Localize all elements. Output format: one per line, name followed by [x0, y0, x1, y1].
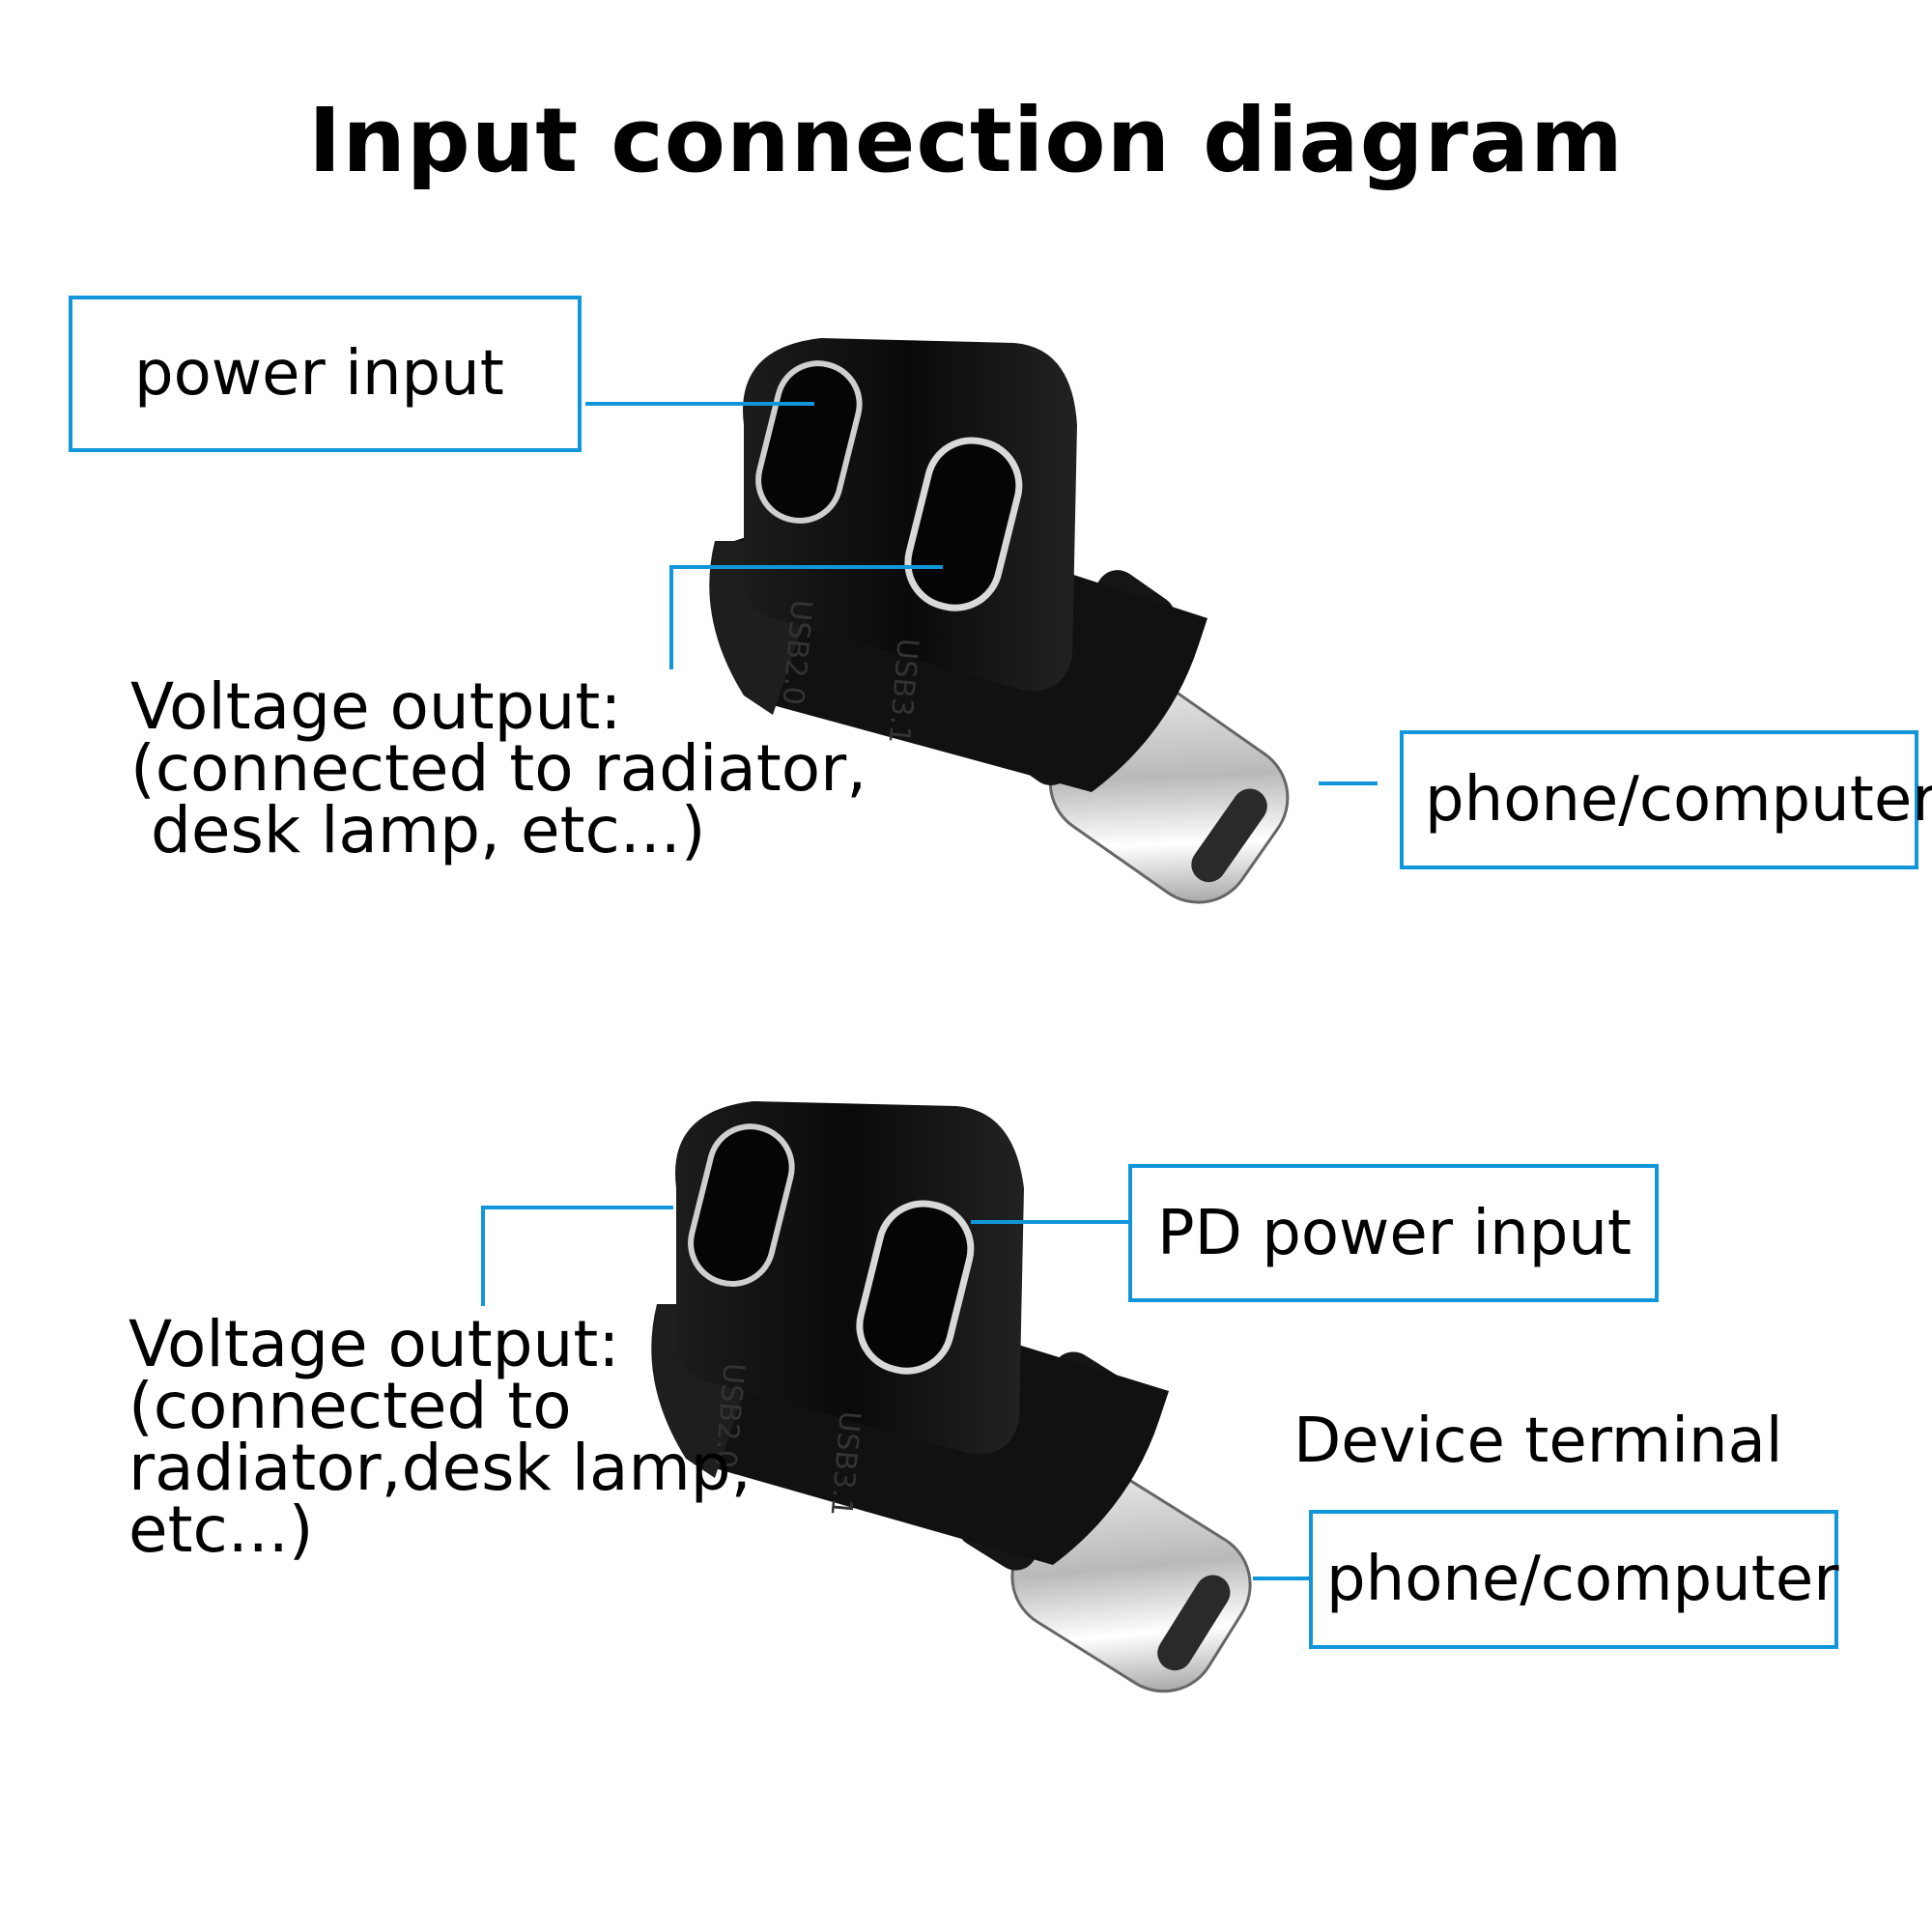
adapter-top: USB2.0 USB3.1 [709, 338, 1290, 904]
device-box-top: phone/computer [1400, 730, 1932, 869]
device-box-bottom: phone/computer [1309, 1510, 1839, 1649]
pd-power-input-label: PD power input [1157, 1197, 1632, 1269]
line-voltage-output-bottom [481, 1206, 673, 1306]
pd-power-input-box: PD power input [1128, 1164, 1659, 1302]
power-input-box: power input [69, 296, 582, 452]
diagram-title: Input connection diagram [308, 89, 1624, 192]
device-label-top: phone/computer [1425, 764, 1932, 836]
usb-c-port-bottom-left [688, 1123, 795, 1288]
power-input-label: power input [134, 338, 504, 410]
voltage-output-top-text: Voltage output: (connected to radiator, … [130, 669, 867, 867]
device-label-bottom: phone/computer [1326, 1544, 1839, 1615]
adapter-bottom: USB2.0 USB3.1 [651, 1101, 1252, 1693]
voltage-output-bottom-text: Voltage output: (connected to radiator,d… [128, 1307, 752, 1567]
device-terminal-text: Device terminal [1293, 1406, 1783, 1477]
line-voltage-output-top [669, 565, 943, 669]
usb-c-port-bottom-right [856, 1200, 975, 1375]
